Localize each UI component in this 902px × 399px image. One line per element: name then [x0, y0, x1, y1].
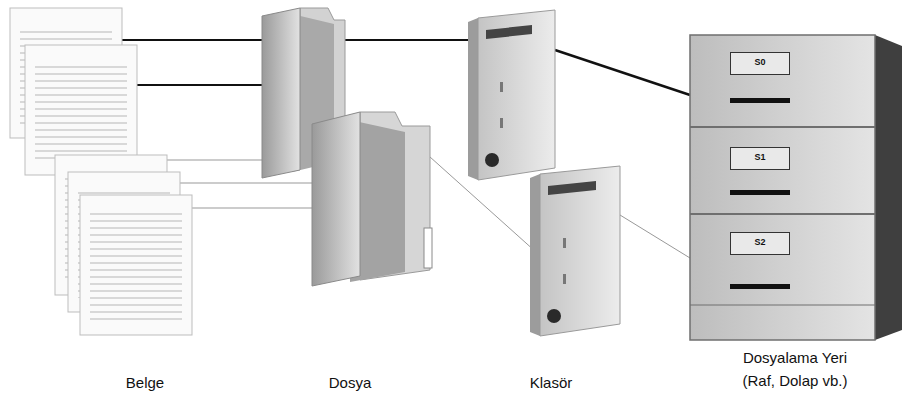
folder-icon — [312, 112, 432, 286]
filing-cabinet — [690, 35, 902, 340]
drawer-label: S2 — [730, 232, 790, 255]
drawer-label: S1 — [730, 147, 790, 170]
drawer-label: S0 — [730, 52, 790, 75]
drawer-code: S2 — [754, 238, 765, 248]
binder-icon — [530, 166, 620, 336]
binder-icon — [468, 10, 555, 180]
column-caption: Dosyalama Yeri (Raf, Dolap vb.) — [730, 346, 860, 393]
column-caption: Belge — [85, 371, 205, 394]
drawer-code: S0 — [754, 58, 765, 68]
column-caption: Dosya — [290, 371, 410, 394]
column-caption: Klasör — [491, 371, 611, 394]
document-pages — [10, 8, 192, 335]
drawer-code: S1 — [754, 153, 765, 163]
